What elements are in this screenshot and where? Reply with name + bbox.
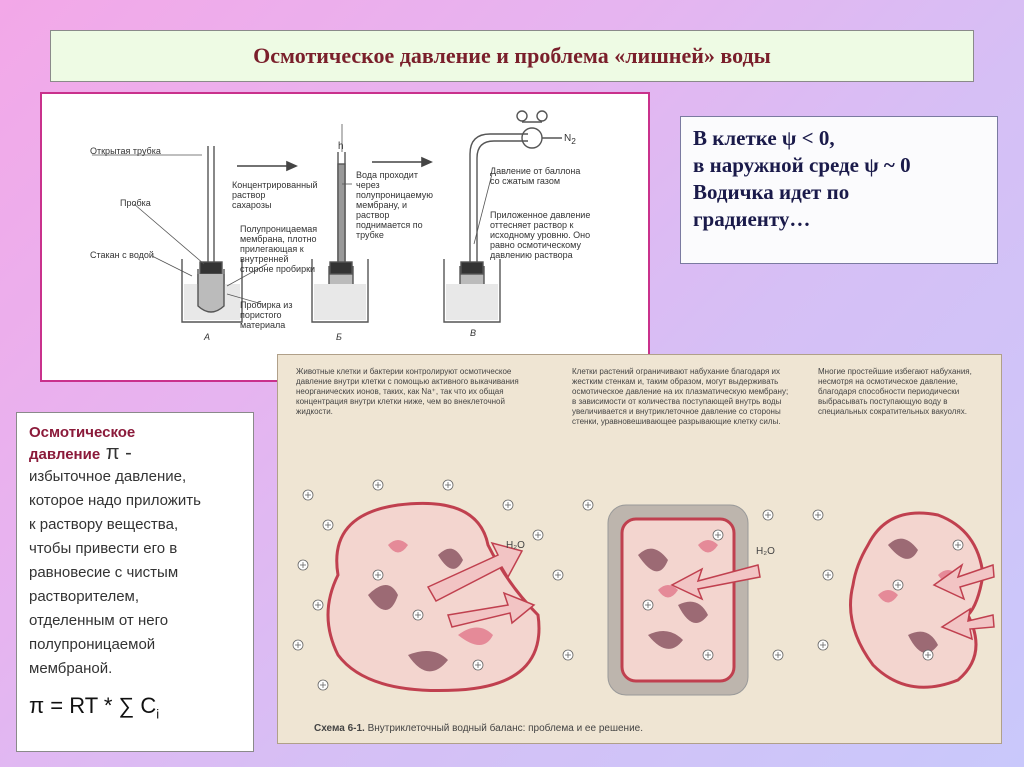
apparatus-c bbox=[443, 110, 562, 323]
definition-body: избыточное давление, которое надо прилож… bbox=[29, 468, 201, 677]
label-stopper: Пробка bbox=[120, 198, 151, 208]
page-title: Осмотическое давление и проблема «лишней… bbox=[253, 43, 771, 68]
plant-cell bbox=[620, 517, 736, 683]
apparatus-drawing bbox=[92, 110, 562, 323]
label-membrane: Полупроницаемая мембрана, плотно прилега… bbox=[240, 224, 318, 274]
protozoan-cell bbox=[849, 511, 985, 689]
definition-head-1: Осмотическое bbox=[29, 424, 136, 441]
h2o-label-plant: H₂O bbox=[756, 546, 775, 557]
label-n2: N2 bbox=[564, 133, 576, 147]
cells-text-plant: Клетки растений ограничивают набухание б… bbox=[572, 367, 789, 426]
label-v: В bbox=[470, 328, 477, 338]
apparatus-figure: Открытая трубка Пробка Стакан с водой Ко… bbox=[40, 92, 650, 382]
label-b: Б bbox=[336, 332, 342, 342]
note-line-2: в наружной среде ψ ~ 0 bbox=[693, 153, 911, 177]
figure-caption: Схема 6-1. Внутриклеточный водный баланс… bbox=[314, 723, 643, 734]
note-line-1: В клетке ψ < 0, bbox=[693, 126, 835, 150]
note-line-3: Водичка идет по bbox=[693, 180, 850, 204]
label-h: h bbox=[338, 141, 344, 152]
water-potential-note: В клетке ψ < 0, в наружной среде ψ ~ 0 В… bbox=[680, 116, 998, 264]
apparatus-a bbox=[92, 146, 268, 323]
label-water-passes: Вода проходит через полупроницаемую мемб… bbox=[356, 170, 434, 240]
process-arrows bbox=[237, 156, 433, 172]
h2o-label: H₂O bbox=[506, 540, 525, 551]
water-arrows bbox=[426, 541, 995, 641]
cells-text-protozoa: Многие простейшие избегают набухания, не… bbox=[818, 367, 972, 416]
label-a: А bbox=[204, 332, 211, 342]
label-beaker: Стакан с водой bbox=[90, 250, 154, 260]
cells-drawing bbox=[292, 479, 995, 696]
apparatus-b bbox=[311, 124, 369, 323]
formula: π = RT * ∑ Ci bbox=[29, 693, 160, 722]
cells-text-animal: Животные клетки и бактерии контролируют … bbox=[296, 367, 519, 416]
label-concentrated: Концентрированный раствор сахарозы bbox=[232, 180, 318, 210]
osmotic-pressure-definition: Осмотическое давление π - избыточное дав… bbox=[16, 412, 254, 752]
label-porous-tube: Пробирка из пористого материала bbox=[240, 300, 293, 330]
label-applied-pressure: Приложенное давление оттесняет раствор к… bbox=[490, 210, 591, 260]
cells-figure: Животные клетки и бактерии контролируют … bbox=[277, 354, 1002, 744]
note-line-4: градиенту… bbox=[693, 207, 811, 231]
label-open-tube: Открытая трубка bbox=[90, 146, 161, 156]
label-pressure-from: Давление от баллона со сжатым газом bbox=[490, 166, 581, 186]
definition-head-2: давление π - bbox=[29, 442, 132, 464]
title-banner: Осмотическое давление и проблема «лишней… bbox=[50, 30, 974, 82]
